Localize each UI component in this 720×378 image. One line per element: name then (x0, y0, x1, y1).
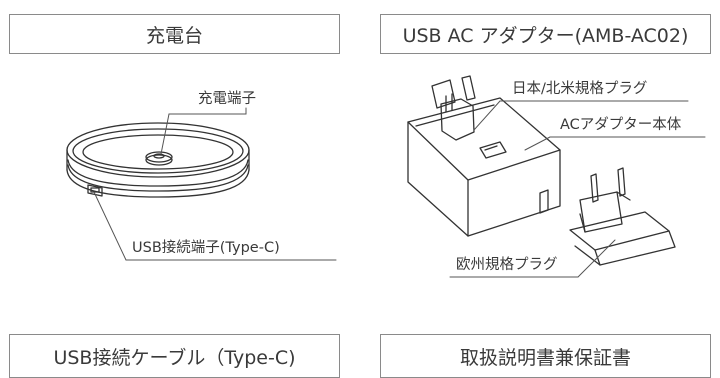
charger-title-box: 充電台 (9, 14, 340, 54)
jp-na-plug-label: 日本/北米規格プラグ (512, 81, 648, 97)
cable-title: USB接続ケーブル（Type-C) (53, 346, 296, 369)
eu-plug-illustration (569, 167, 676, 266)
adapter-body-label: ACアダプター本体 (560, 117, 682, 133)
cable-title-box: USB接続ケーブル（Type-C) (9, 334, 340, 378)
manual-title: 取扱説明書兼保証書 (459, 346, 631, 369)
ac-adapter-illustration (407, 75, 561, 237)
adapter-title-box: USB AC アダプター(AMB-AC02) (380, 14, 711, 54)
usb-terminal-label: USB接続端子(Type-C) (132, 240, 280, 256)
eu-plug-label: 欧州規格プラグ (456, 257, 558, 273)
charging-pad-illustration (66, 122, 250, 198)
charging-terminal-label: 充電端子 (198, 91, 256, 107)
adapter-title: USB AC アダプター(AMB-AC02) (402, 24, 689, 47)
charger-title: 充電台 (145, 24, 203, 47)
